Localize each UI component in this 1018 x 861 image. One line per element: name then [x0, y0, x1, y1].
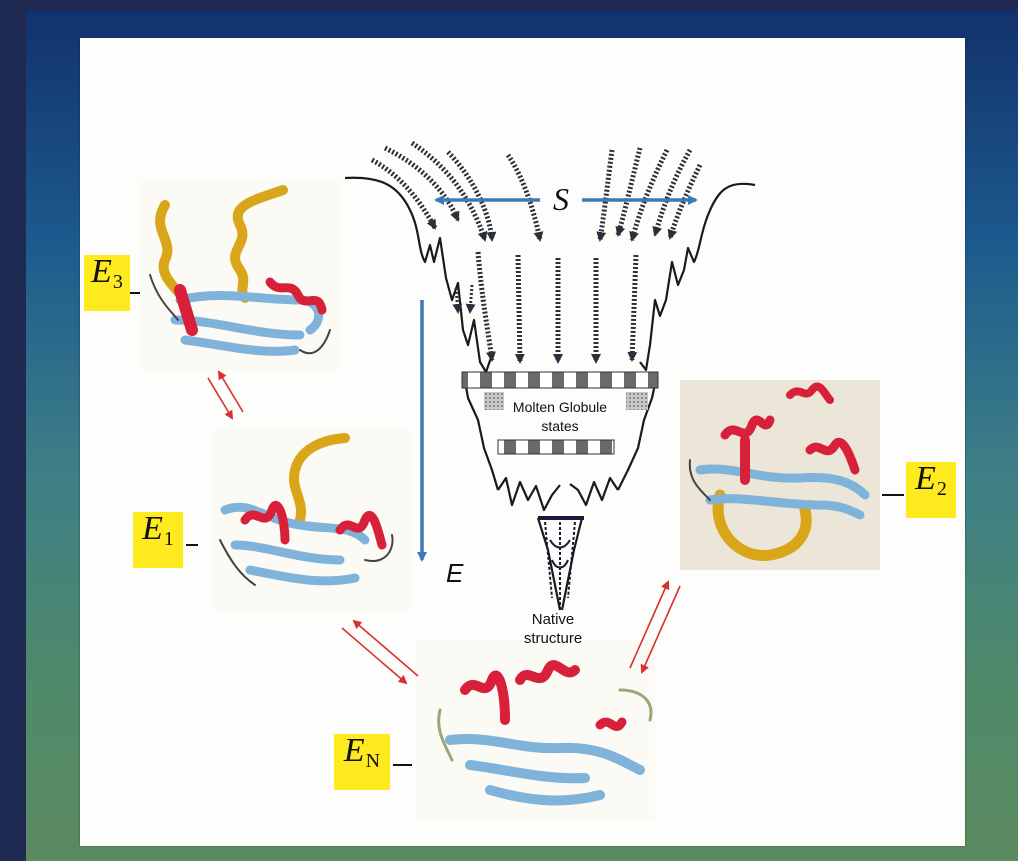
- protein-e3: [140, 180, 340, 370]
- native-structure-label: Native structure: [508, 610, 598, 648]
- entropy-label: S: [553, 181, 569, 217]
- protein-e2: [680, 380, 880, 570]
- energy-label: E: [446, 558, 464, 588]
- checker-band-top: [462, 372, 658, 388]
- checker-band-bottom: [498, 440, 614, 454]
- protein-en: [415, 640, 655, 820]
- native-trap: [538, 518, 584, 610]
- eq-arrow-e1-en: [342, 621, 418, 683]
- dotted-block: [626, 392, 648, 410]
- molten-globule-label: Molten Globule states: [500, 398, 620, 436]
- eq-arrow-e3-e1: [208, 372, 243, 418]
- protein-e1: [212, 430, 412, 610]
